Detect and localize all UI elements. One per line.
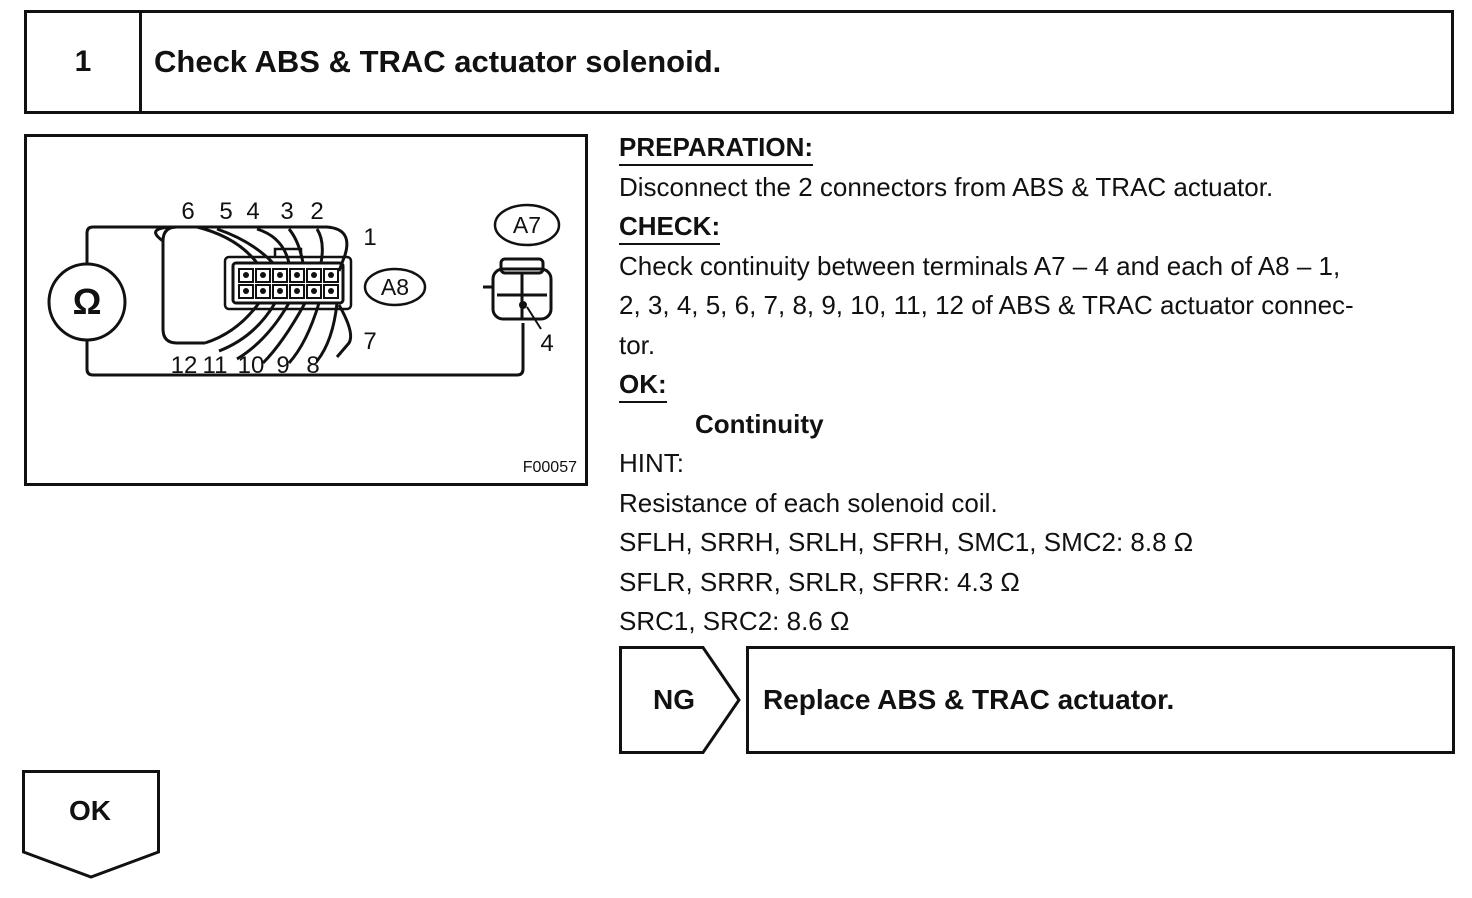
wiring-diagram: Ω A8 A7 6 5 4 3 2 1 7 12 11 10 9 8 4 F00…	[24, 134, 588, 486]
a7-pin-label: 4	[540, 330, 553, 357]
pin-label: 4	[246, 198, 259, 225]
ng-label: NG	[653, 684, 695, 715]
ng-branch: NG Replace ABS & TRAC actuator.	[619, 646, 1455, 754]
pin-label: 10	[238, 352, 265, 379]
ok-arrow-tag	[22, 770, 160, 879]
pin-label: 9	[276, 352, 289, 379]
preparation-text: Disconnect the 2 connectors from ABS & T…	[619, 171, 1274, 202]
pin-label: 3	[280, 198, 293, 225]
ok-spec-heading: OK:	[619, 367, 667, 403]
wiring-diagram-drawing: Ω A8 A7 6 5 4 3 2 1 7 12 11 10 9 8 4	[47, 198, 561, 379]
check-heading: CHECK:	[619, 209, 721, 245]
pin-label: 11	[203, 352, 228, 379]
hint-line: SFLR, SRRR, SRLR, SFRR: 4.3 Ω	[619, 566, 1020, 597]
meter-lead-bottom	[85, 323, 525, 377]
pin-label: 8	[306, 352, 319, 379]
figure-code: F00057	[522, 459, 577, 476]
ok-spec-value: Continuity	[695, 408, 824, 439]
meter-lead-top	[85, 225, 177, 264]
hint-line: Resistance of each solenoid coil.	[619, 487, 998, 518]
ng-action: Replace ABS & TRAC actuator.	[746, 646, 1455, 754]
pin-label: 6	[181, 198, 194, 225]
a7-label-ellipse	[493, 203, 561, 247]
ng-arrow-tag	[619, 646, 741, 754]
step-header: 1 Check ABS & TRAC actuator solenoid.	[24, 10, 1454, 114]
preparation-heading: PREPARATION:	[619, 130, 814, 166]
check-text-line: 2, 3, 4, 5, 6, 7, 8, 9, 10, 11, 12 of AB…	[619, 290, 1354, 320]
pin-label: 7	[363, 328, 376, 355]
ok-label: OK	[69, 795, 111, 826]
hint-line: SRC1, SRC2: 8.6 Ω	[619, 606, 850, 636]
step-title: Check ABS & TRAC actuator solenoid.	[154, 44, 722, 79]
instructions: PREPARATION: Disconnect the 2 connectors…	[619, 128, 1464, 642]
connector-a8-label: A8	[381, 274, 409, 300]
pin-label: 1	[363, 224, 376, 251]
ohm-symbol: Ω	[73, 281, 102, 322]
a7-connector-icon	[483, 257, 553, 321]
check-text-line: tor.	[619, 329, 656, 360]
a8-label-ellipse	[363, 267, 427, 307]
check-text-line: Check continuity between terminals A7 – …	[619, 250, 1341, 281]
connector-a7-label: A7	[513, 212, 541, 238]
hint-heading: HINT:	[619, 448, 684, 478]
pin-label: 2	[310, 198, 323, 225]
pin-label: 12	[171, 352, 198, 379]
pin-label: 5	[219, 198, 232, 225]
hint-line: SFLH, SRRH, SRLH, SFRH, SMC1, SMC2: 8.8 …	[619, 527, 1194, 557]
step-number: 1	[27, 13, 142, 111]
